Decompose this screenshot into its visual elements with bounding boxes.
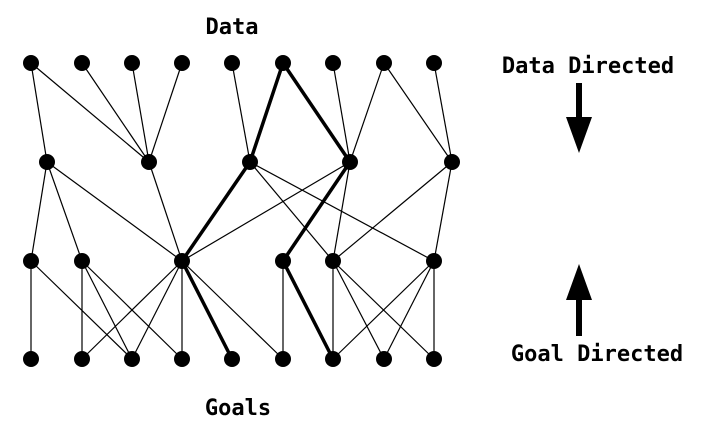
graph-edge <box>332 260 435 360</box>
node-goals-6 <box>275 351 291 367</box>
node-layer-3-1 <box>23 253 39 269</box>
highlighted-path-edge <box>180 161 252 262</box>
node-layer-3-4 <box>275 253 291 269</box>
graph-edge <box>148 62 183 163</box>
up-arrow-icon <box>566 264 592 336</box>
node-goals-4 <box>174 351 190 367</box>
goals-heading: Goals <box>205 396 271 421</box>
graph-edge <box>181 161 351 262</box>
graph-edge <box>30 62 48 163</box>
graph-edge <box>433 161 453 262</box>
graph-edge <box>383 62 453 163</box>
graph-edge <box>81 260 183 360</box>
data-directed-label: Data Directed <box>502 54 674 79</box>
node-goals-1 <box>23 351 39 367</box>
graph-edge <box>30 62 150 163</box>
graph-edge <box>131 62 150 163</box>
node-layer-3-5 <box>325 253 341 269</box>
data-heading: Data <box>206 15 259 40</box>
graph-edge <box>131 260 183 360</box>
node-layer-2-5 <box>444 154 460 170</box>
node-goals-7 <box>325 351 341 367</box>
node-data-7 <box>325 55 341 71</box>
graph-edge <box>30 161 48 262</box>
graph-edge <box>349 62 385 163</box>
node-layer-2-2 <box>141 154 157 170</box>
graph-edge <box>46 161 83 262</box>
graph-edge <box>148 161 183 262</box>
goal-directed-label: Goal Directed <box>511 342 683 367</box>
graph-edge <box>383 260 435 360</box>
graph-edge <box>332 62 351 163</box>
graph-edge <box>332 260 385 360</box>
node-layer-2-4 <box>342 154 358 170</box>
highlighted-path-edge <box>281 260 335 360</box>
node-layer-2-1 <box>39 154 55 170</box>
node-data-3 <box>124 55 140 71</box>
graph-edge <box>433 62 453 163</box>
graph-edge <box>249 161 334 262</box>
node-data-4 <box>174 55 190 71</box>
graph-edges <box>30 62 453 360</box>
node-goals-9 <box>426 351 442 367</box>
node-data-8 <box>376 55 392 71</box>
node-layer-3-2 <box>74 253 90 269</box>
node-data-5 <box>224 55 240 71</box>
graph-edge <box>332 161 351 262</box>
node-layer-2-3 <box>242 154 258 170</box>
highlighted-path-edge <box>180 260 234 360</box>
highlighted-path-edge <box>281 161 352 262</box>
node-layer-3-6 <box>426 253 442 269</box>
highlighted-path-edge <box>248 62 285 163</box>
graph-edge <box>81 260 133 360</box>
node-goals-5 <box>224 351 240 367</box>
highlighted-path-edge <box>281 62 352 163</box>
graph-edge <box>181 260 284 360</box>
node-layer-3-3 <box>174 253 190 269</box>
node-data-6 <box>275 55 291 71</box>
node-goals-8 <box>376 351 392 367</box>
node-data-9 <box>426 55 442 71</box>
graph-edge <box>81 62 150 163</box>
node-goals-2 <box>74 351 90 367</box>
down-arrow-icon <box>566 83 592 153</box>
graph-edge <box>332 161 453 262</box>
node-data-1 <box>23 55 39 71</box>
graph-edge <box>46 161 183 262</box>
node-goals-3 <box>124 351 140 367</box>
node-data-2 <box>74 55 90 71</box>
graph-nodes <box>23 55 460 367</box>
graph-edge <box>231 62 251 163</box>
